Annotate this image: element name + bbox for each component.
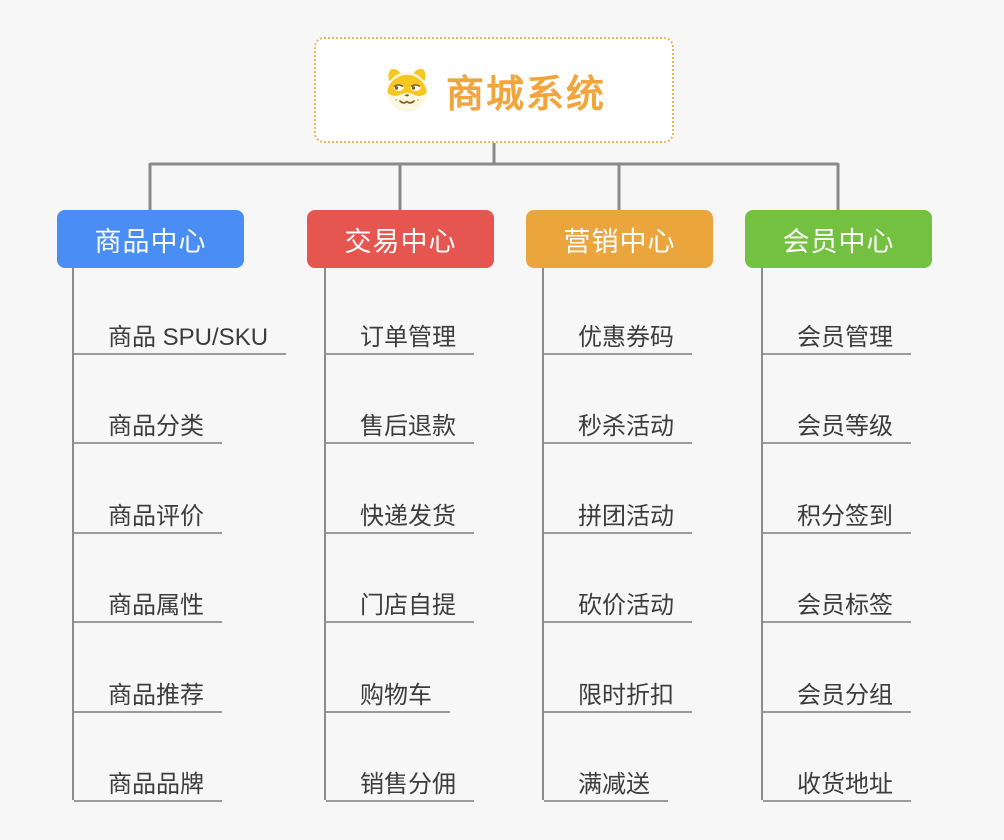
leaf-node[interactable]: 秒杀活动 — [544, 402, 692, 444]
leaf-node[interactable]: 快递发货 — [326, 492, 474, 534]
branch-column-marketing: 优惠券码 秒杀活动 拼团活动 砍价活动 限时折扣 满减送 — [542, 268, 774, 802]
branch-label: 商品中心 — [94, 226, 207, 257]
leaf-node[interactable]: 订单管理 — [326, 313, 474, 355]
leaf-node[interactable]: 商品品牌 — [74, 760, 222, 802]
leaf-node[interactable]: 商品推荐 — [74, 671, 222, 713]
branch-column-trade: 订单管理 售后退款 快递发货 门店自提 购物车 销售分佣 — [324, 268, 556, 802]
leaf-node[interactable]: 会员管理 — [763, 313, 911, 355]
branch-node-product-center[interactable]: 商品中心 — [57, 210, 244, 268]
branch-node-trade-center[interactable]: 交易中心 — [307, 210, 494, 268]
leaf-node[interactable]: 拼团活动 — [544, 492, 692, 534]
branch-column-product: 商品 SPU/SKU 商品分类 商品评价 商品属性 商品推荐 商品品牌 — [72, 268, 304, 802]
leaf-node[interactable]: 门店自提 — [326, 581, 474, 623]
leaf-node[interactable]: 购物车 — [326, 671, 450, 713]
leaf-node[interactable]: 会员等级 — [763, 402, 911, 444]
branch-node-marketing-center[interactable]: 营销中心 — [526, 210, 713, 268]
leaf-node[interactable]: 砍价活动 — [544, 581, 692, 623]
branch-label: 交易中心 — [344, 226, 457, 257]
root-node[interactable]: 商城系统 — [314, 37, 674, 143]
branch-label: 会员中心 — [782, 226, 895, 257]
dog-face-icon — [386, 68, 427, 112]
leaf-node[interactable]: 收货地址 — [763, 760, 911, 802]
leaf-node[interactable]: 限时折扣 — [544, 671, 692, 713]
leaf-node[interactable]: 会员分组 — [763, 671, 911, 713]
root-node-title: 商城系统 — [445, 73, 606, 116]
leaf-node[interactable]: 满减送 — [544, 760, 668, 802]
leaf-node[interactable]: 优惠券码 — [544, 313, 692, 355]
branch-node-member-center[interactable]: 会员中心 — [745, 210, 932, 268]
leaf-node[interactable]: 积分签到 — [763, 492, 911, 534]
branch-label: 营销中心 — [563, 226, 676, 257]
leaf-node[interactable]: 商品评价 — [74, 492, 222, 534]
leaf-node[interactable]: 商品分类 — [74, 402, 222, 444]
leaf-node[interactable]: 售后退款 — [326, 402, 474, 444]
branch-column-member: 会员管理 会员等级 积分签到 会员标签 会员分组 收货地址 — [761, 268, 993, 802]
leaf-node[interactable]: 会员标签 — [763, 581, 911, 623]
leaf-node[interactable]: 商品 SPU/SKU — [74, 313, 287, 355]
leaf-node[interactable]: 销售分佣 — [326, 760, 474, 802]
leaf-node[interactable]: 商品属性 — [74, 581, 222, 623]
